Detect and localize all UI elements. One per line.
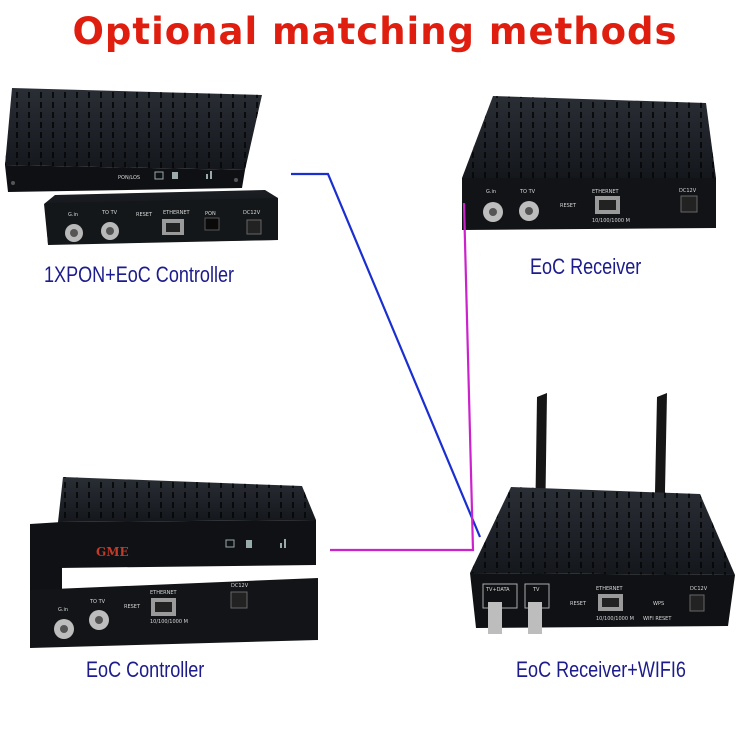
link-xpon-to-wifi6 [291,172,482,538]
label-eoc-receiver-wifi6: EoC Receiver+WIFI6 [516,657,686,682]
svg-text:RESET: RESET [124,604,141,610]
svg-text:G.in: G.in [486,189,496,195]
svg-text:TV+DATA: TV+DATA [485,587,510,593]
label-xpon-controller: 1XPON+EoC Controller [44,262,235,287]
svg-text:WPS: WPS [653,601,664,607]
svg-text:RESET: RESET [570,601,587,607]
svg-text:PON: PON [205,211,216,217]
svg-text:ETHERNET: ETHERNET [592,189,620,195]
svg-text:ETHERNET: ETHERNET [150,590,178,596]
svg-text:TO TV: TO TV [101,210,118,216]
svg-text:G.in: G.in [58,607,68,613]
svg-text:G.in: G.in [68,212,78,218]
svg-text:RESET: RESET [136,212,153,218]
link-controller-to-receiver [330,202,475,552]
diagram-title: Optional matching methods [72,10,678,53]
svg-text:10/100/1000 M: 10/100/1000 M [596,616,634,622]
svg-text:PON/LOS: PON/LOS [118,175,140,181]
svg-text:WIFI RESET: WIFI RESET [643,616,672,622]
svg-text:DC12V: DC12V [231,583,249,589]
svg-text:RESET: RESET [560,203,577,209]
svg-text:DC12V: DC12V [679,188,697,194]
svg-text:ETHERNET: ETHERNET [596,586,624,592]
svg-text:10/100/1000 M: 10/100/1000 M [592,218,630,224]
svg-text:DC12V: DC12V [690,586,708,592]
xpon-controller-device: PON/LOS G.in TO TV RESET ETHERNET PON DC… [5,88,278,245]
svg-text:10/100/1000 M: 10/100/1000 M [150,619,188,625]
label-eoc-receiver: EoC Receiver [530,254,642,279]
svg-text:DC12V: DC12V [243,210,261,216]
eoc-receiver-device: G.in TO TV RESET ETHERNET 10/100/1000 M … [462,96,716,230]
svg-text:TV: TV [532,587,540,593]
eoc-controller-device: GME G.in TO TV RESET ETHERNET 10/100/100… [30,477,318,648]
svg-text:TO TV: TO TV [519,189,536,195]
svg-text:TO TV: TO TV [89,599,106,605]
eoc-receiver-wifi6-device: TV+DATA TV RESET ETHERNET 10/100/1000 M … [470,393,735,634]
svg-text:GME: GME [96,545,129,559]
svg-text:ETHERNET: ETHERNET [163,210,191,216]
label-eoc-controller: EoC Controller [86,657,205,682]
